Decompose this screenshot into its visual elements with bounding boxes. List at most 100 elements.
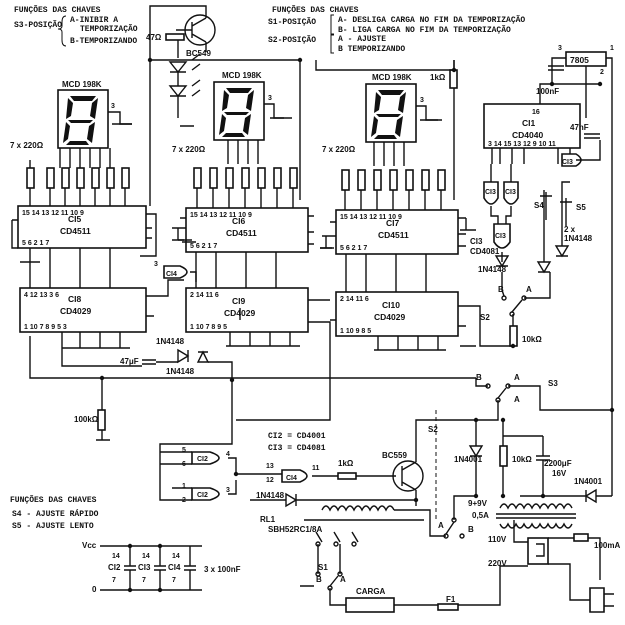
- svg-text:MCD 198K: MCD 198K: [62, 80, 102, 89]
- svg-text:B- LIGA CARGA NO FIM DA TEMPOR: B- LIGA CARGA NO FIM DA TEMPORIZAÇÃO: [338, 25, 511, 35]
- svg-text:0: 0: [92, 585, 97, 594]
- transistor-bc559: BC559: [382, 446, 424, 506]
- svg-text:CI2: CI2: [197, 492, 208, 499]
- svg-text:BC559: BC559: [382, 451, 407, 460]
- gate-ic-equivalence-note: CI2 = CD4001 CI3 = CD4081: [268, 432, 326, 453]
- svg-text:7805: 7805: [570, 55, 589, 65]
- svg-text:1 10 9 8 5: 1 10 9 8 5: [340, 328, 371, 335]
- svg-text:CI2: CI2: [108, 563, 121, 572]
- svg-text:CD4040: CD4040: [512, 130, 543, 140]
- svg-text:3: 3: [420, 97, 424, 104]
- svg-text:CI3: CI3: [485, 189, 496, 196]
- svg-text:CI1: CI1: [522, 118, 536, 128]
- svg-text:S4 - AJUSTE RÁPIDO: S4 - AJUSTE RÁPIDO: [12, 510, 99, 519]
- svg-text:100kΩ: 100kΩ: [74, 415, 99, 424]
- svg-text:A: A: [514, 373, 520, 382]
- svg-text:CI3: CI3: [138, 563, 151, 572]
- s1-s2-functions-note: FUNÇÕES DAS CHAVES S1-POSIÇÃO A- DESLIGA…: [268, 6, 525, 54]
- capacitor-47nf: 47nF: [570, 123, 600, 139]
- load-carga: CARGA: [345, 587, 395, 613]
- svg-text:15 14 13 12 11 10 9: 15 14 13 12 11 10 9: [340, 214, 402, 221]
- svg-text:1 10 7 8 9 5 3: 1 10 7 8 9 5 3: [24, 324, 67, 331]
- display-1: MCD 198K 3: [57, 80, 132, 149]
- svg-text:2: 2: [600, 69, 604, 76]
- svg-text:B-TEMPORIZANDO: B-TEMPORIZANDO: [70, 37, 137, 46]
- svg-text:5 6 2 1 7: 5 6 2 1 7: [190, 243, 217, 250]
- svg-text:CI2 = CD4001: CI2 = CD4001: [268, 432, 326, 441]
- resistor-10k-mid: 10kΩ: [509, 325, 542, 347]
- svg-text:2200μF: 2200μF: [544, 459, 572, 468]
- svg-text:100mA: 100mA: [594, 541, 620, 550]
- svg-text:MCD 198K: MCD 198K: [372, 73, 412, 82]
- svg-text:B TEMPORIZANDO: B TEMPORIZANDO: [338, 45, 405, 54]
- svg-text:1N4148: 1N4148: [166, 367, 195, 376]
- resistor-1k-top: 1kΩ: [430, 60, 458, 108]
- svg-text:16: 16: [532, 109, 540, 116]
- svg-text:3 14 15 13 12 9 10 11: 3 14 15 13 12 9 10 11: [488, 141, 556, 148]
- svg-text:CI9: CI9: [232, 296, 246, 306]
- svg-text:16V: 16V: [552, 469, 567, 478]
- mains-plug: [589, 587, 614, 613]
- svg-text:1N4148: 1N4148: [156, 337, 185, 346]
- svg-text:1kΩ: 1kΩ: [338, 459, 354, 468]
- nor-gates-ci2: CI2 5 6 4 CI2 1 2 3: [182, 447, 282, 504]
- svg-text:100nF: 100nF: [536, 87, 559, 96]
- svg-text:CD4029: CD4029: [60, 306, 91, 316]
- svg-text:BC549: BC549: [186, 49, 211, 58]
- ci7-cd4511: CI7 CD4511 15 14 13 12 11 10 9 5 6 2 1 7: [320, 209, 466, 255]
- switch-s3: S3 A B A: [476, 373, 558, 404]
- svg-text:14: 14: [172, 553, 180, 560]
- svg-text:7: 7: [112, 577, 116, 584]
- svg-text:A: A: [514, 395, 520, 404]
- resistor-array-3: 7 x 220Ω: [322, 142, 446, 210]
- svg-text:3: 3: [226, 487, 230, 494]
- capacitor-2200uf: 2200μF 16V: [536, 436, 572, 496]
- svg-text:CI3 = CD4081: CI3 = CD4081: [268, 444, 326, 453]
- capacitor-100nf-top: 100nF: [536, 65, 564, 96]
- svg-text:47nF: 47nF: [570, 123, 589, 132]
- interconnect-wiring: [29, 40, 613, 606]
- resistor-47: 47Ω: [146, 33, 185, 42]
- svg-text:1kΩ: 1kΩ: [430, 73, 446, 82]
- svg-text:1N4001: 1N4001: [454, 455, 483, 464]
- svg-text:0,5A: 0,5A: [472, 511, 489, 520]
- svg-text:S1: S1: [318, 563, 328, 572]
- svg-text:3 x 100nF: 3 x 100nF: [204, 565, 241, 574]
- s4-s5-functions-note: FUNÇÕES DAS CHAVES S4 - AJUSTE RÁPIDO S5…: [10, 496, 99, 531]
- svg-text:B: B: [498, 285, 504, 294]
- diode-1n4001-a: 1N4001: [454, 420, 484, 496]
- svg-text:4 12 13 3 6: 4 12 13 3 6: [24, 292, 59, 299]
- svg-text:A - AJUSTE: A - AJUSTE: [338, 35, 386, 44]
- capacitor-47uf: 47μF: [120, 357, 156, 366]
- svg-text:3: 3: [558, 45, 562, 52]
- ci1-cd4040: 16 CI1 CD4040 3 14 15 13 12 9 10 11: [483, 83, 600, 164]
- svg-text:11: 11: [312, 465, 320, 472]
- diode-1n4001-b: 1N4001: [520, 477, 612, 504]
- svg-text:47Ω: 47Ω: [146, 33, 162, 42]
- regulator-7805: 7805 3 2 1: [551, 45, 614, 460]
- transformer: 9+9V 0,5A 110V 220V: [468, 499, 576, 568]
- resistor-100k: 100kΩ: [74, 409, 106, 431]
- svg-text:CI10: CI10: [382, 300, 400, 310]
- svg-text:F1: F1: [446, 595, 456, 604]
- nor-gate-ci4-top: CI4 3: [154, 261, 197, 282]
- fuse-f1: F1: [437, 595, 459, 611]
- svg-text:S2: S2: [480, 313, 490, 322]
- resistor-10k-low: 10kΩ: [499, 445, 532, 467]
- svg-text:FUNÇÕES DAS CHAVES: FUNÇÕES DAS CHAVES: [14, 6, 101, 15]
- svg-text:7 x 220Ω: 7 x 220Ω: [172, 145, 206, 154]
- svg-text:CD4081: CD4081: [470, 247, 500, 256]
- svg-text:A: A: [340, 575, 346, 584]
- ci8-cd4029: CI8 CD4029 4 12 13 3 6 1 10 7 8 9 5 3: [19, 287, 154, 349]
- svg-text:SBH52RC1/8A: SBH52RC1/8A: [268, 525, 322, 534]
- display-2: MCD 198K 3: [213, 71, 284, 141]
- svg-text:MCD 198K: MCD 198K: [222, 71, 262, 80]
- svg-text:3: 3: [268, 95, 272, 102]
- svg-text:CI2: CI2: [197, 456, 208, 463]
- svg-text:CI6: CI6: [232, 216, 246, 226]
- svg-text:FUNÇÕES DAS CHAVES: FUNÇÕES DAS CHAVES: [10, 496, 97, 505]
- svg-text:10kΩ: 10kΩ: [522, 335, 542, 344]
- svg-text:CARGA: CARGA: [356, 587, 386, 596]
- svg-text:RL1: RL1: [260, 515, 276, 524]
- svg-text:S5 - AJUSTE LENTO: S5 - AJUSTE LENTO: [12, 522, 94, 531]
